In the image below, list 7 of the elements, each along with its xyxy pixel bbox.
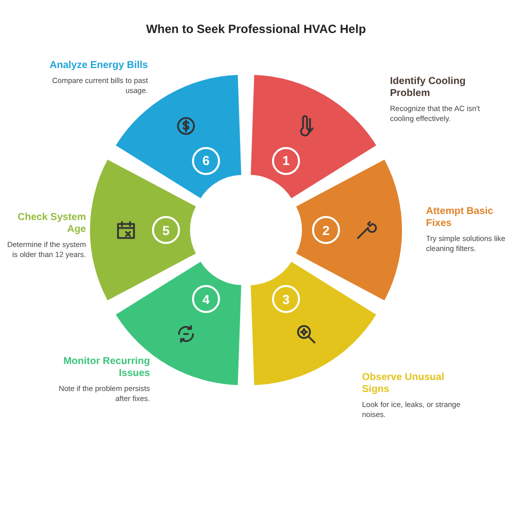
step-heading: Observe Unusual Signs (362, 372, 446, 396)
step-heading: Analyze Energy Bills (48, 60, 148, 72)
step-heading: Monitor Recurring Issues (62, 356, 150, 380)
title: When to Seek Professional HVAC Help (145, 22, 367, 36)
step-heading: Attempt Basic Fixes (426, 206, 494, 230)
step-heading: Check System Age (16, 212, 86, 236)
step-heading: Identify Cooling Problem (390, 76, 467, 100)
